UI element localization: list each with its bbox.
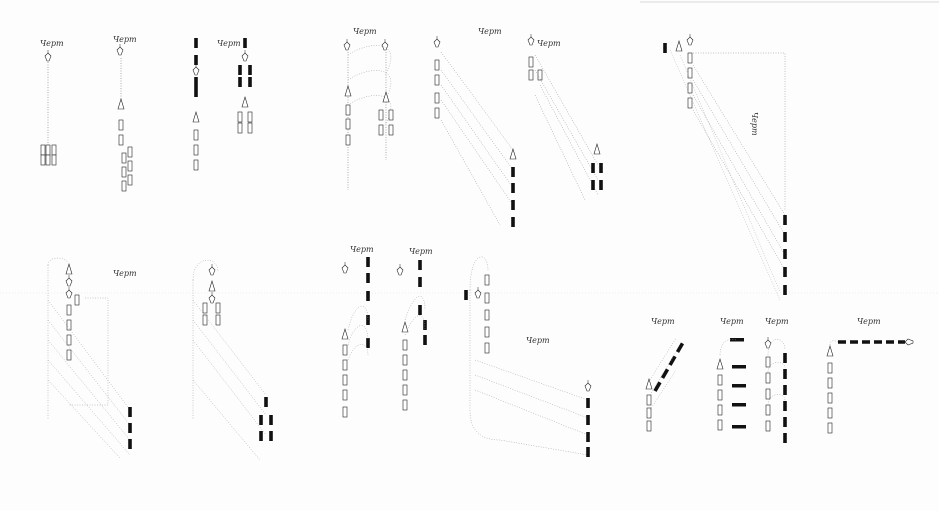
panel-6-label: Черт xyxy=(537,39,561,48)
panel-5: Черт xyxy=(433,27,517,227)
panel-3-label: Черт xyxy=(217,39,241,48)
panel-9: Черт xyxy=(341,245,374,418)
panel-10: Черт xyxy=(396,247,433,411)
panel-15-label: Черт xyxy=(765,317,789,326)
panel-15: Черт xyxy=(764,317,789,443)
panel-3: Черт xyxy=(192,38,253,171)
panel-5-label: Черт xyxy=(478,27,502,36)
panel-8 xyxy=(192,259,273,461)
panel-12: Черт xyxy=(663,33,787,301)
panel-9-label: Черт xyxy=(350,245,374,254)
panel-13: Черт xyxy=(645,317,685,432)
panel-6: Черт xyxy=(527,33,603,201)
panel-14-label: Черт xyxy=(720,317,744,326)
panel-1-label: Черт xyxy=(40,39,64,48)
panel-10-label: Черт xyxy=(409,247,433,256)
panel-7-label: Черт xyxy=(113,269,137,278)
panel-7: Черт xyxy=(47,257,137,459)
panel-14: Черт xyxy=(716,317,746,431)
panel-4: Черт xyxy=(343,27,394,190)
panel-1: Черт xyxy=(40,39,64,166)
panel-2: Черт xyxy=(113,35,137,192)
panel-11: Черт xyxy=(464,256,592,457)
panel-4-label: Черт xyxy=(353,27,377,36)
panel-2-label: Черт xyxy=(113,35,137,44)
panel-16: Черт xyxy=(826,317,914,434)
panel-13-label: Черт xyxy=(651,317,675,326)
panel-16-label: Черт xyxy=(857,317,881,326)
panel-12-label: Черт xyxy=(750,112,759,136)
panel-11-label: Черт xyxy=(526,336,550,345)
